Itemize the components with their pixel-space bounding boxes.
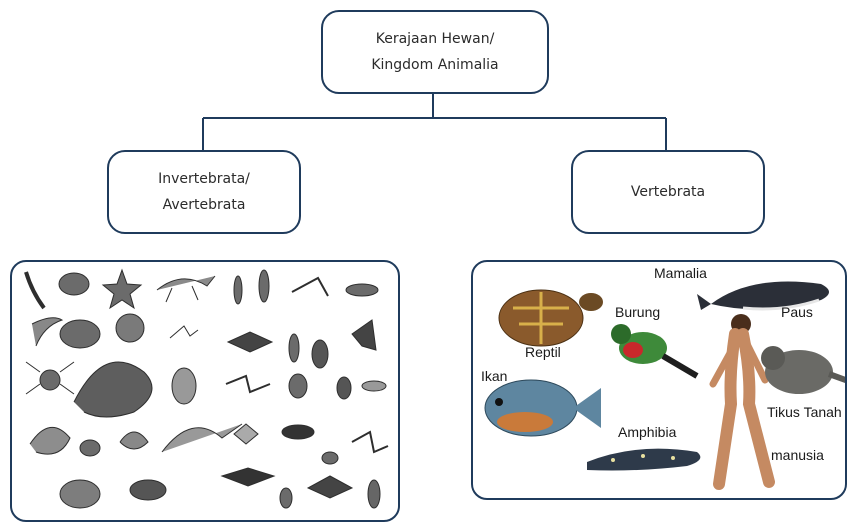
invertebrata-panel: [10, 260, 400, 522]
cicada-icon: [228, 332, 272, 352]
label-reptil: Reptil: [525, 344, 561, 360]
dragonfly-icon: [352, 320, 376, 350]
sawfly-icon: [222, 468, 274, 486]
weevil-icon: [282, 425, 314, 439]
label-ikan: Ikan: [481, 368, 507, 384]
wasp-icon: [352, 432, 388, 452]
crab-icon: [60, 480, 100, 508]
salamander-icon: [587, 449, 700, 471]
label-manusia: manusia: [771, 447, 824, 463]
invertebrata-node: Invertebrata/ Avertebrata: [107, 150, 301, 234]
octopus-icon: [74, 362, 152, 417]
invertebrate-illustrations: [12, 262, 398, 520]
turtle-icon: [499, 290, 603, 346]
mantis-icon: [259, 270, 269, 302]
groundhog-icon: [761, 346, 845, 394]
cockroach-icon: [346, 284, 378, 296]
bird-icon: [611, 324, 697, 376]
sea-urchin-icon: [59, 273, 89, 295]
invertebrata-line1: Invertebrata/: [158, 166, 250, 192]
invertebrata-line2: Avertebrata: [163, 192, 246, 218]
tick-icon: [80, 440, 100, 456]
shrimp-icon: [30, 427, 70, 454]
label-mamalia: Mamalia: [654, 265, 707, 281]
snail-icon: [116, 314, 144, 342]
crab-small-icon: [170, 326, 198, 338]
root-node: Kerajaan Hewan/ Kingdom Animalia: [321, 10, 549, 94]
worm-icon: [32, 318, 62, 346]
shrimp-small-icon: [172, 368, 196, 404]
ground-beetle-icon: [337, 377, 351, 399]
lobster-icon: [162, 424, 242, 452]
bug-icon: [322, 452, 338, 464]
stick-insect-icon: [289, 334, 299, 362]
ant-lion-icon: [362, 381, 386, 391]
earwig-icon: [312, 340, 328, 368]
root-line2: Kingdom Animalia: [371, 52, 498, 78]
beetle-long-icon: [234, 276, 242, 304]
mosquito-icon: [226, 376, 270, 392]
label-paus: Paus: [781, 304, 813, 320]
label-burung: Burung: [615, 304, 660, 320]
vertebrata-panel: [471, 260, 847, 500]
fish-icon: [485, 380, 601, 436]
cricket-icon: [292, 278, 328, 296]
label-tikus-tanah: Tikus Tanah: [767, 404, 842, 420]
sea-spider-icon: [120, 432, 148, 449]
centipede-icon: [26, 272, 44, 308]
grasshopper-icon: [157, 276, 215, 302]
starfish-icon: [103, 270, 141, 308]
coiled-worm-icon: [130, 480, 166, 500]
clam-icon: [60, 320, 100, 348]
ladybug-icon: [289, 374, 307, 398]
horsefly-icon: [308, 476, 352, 498]
vertebrata-label: Vertebrata: [631, 179, 705, 205]
label-amphibia: Amphibia: [618, 424, 676, 440]
hornet-icon: [368, 480, 380, 508]
flea-icon: [280, 488, 292, 508]
human-icon: [713, 314, 769, 484]
spider-icon: [40, 370, 60, 390]
vertebrata-node: Vertebrata: [571, 150, 765, 234]
root-line1: Kerajaan Hewan/: [376, 26, 495, 52]
